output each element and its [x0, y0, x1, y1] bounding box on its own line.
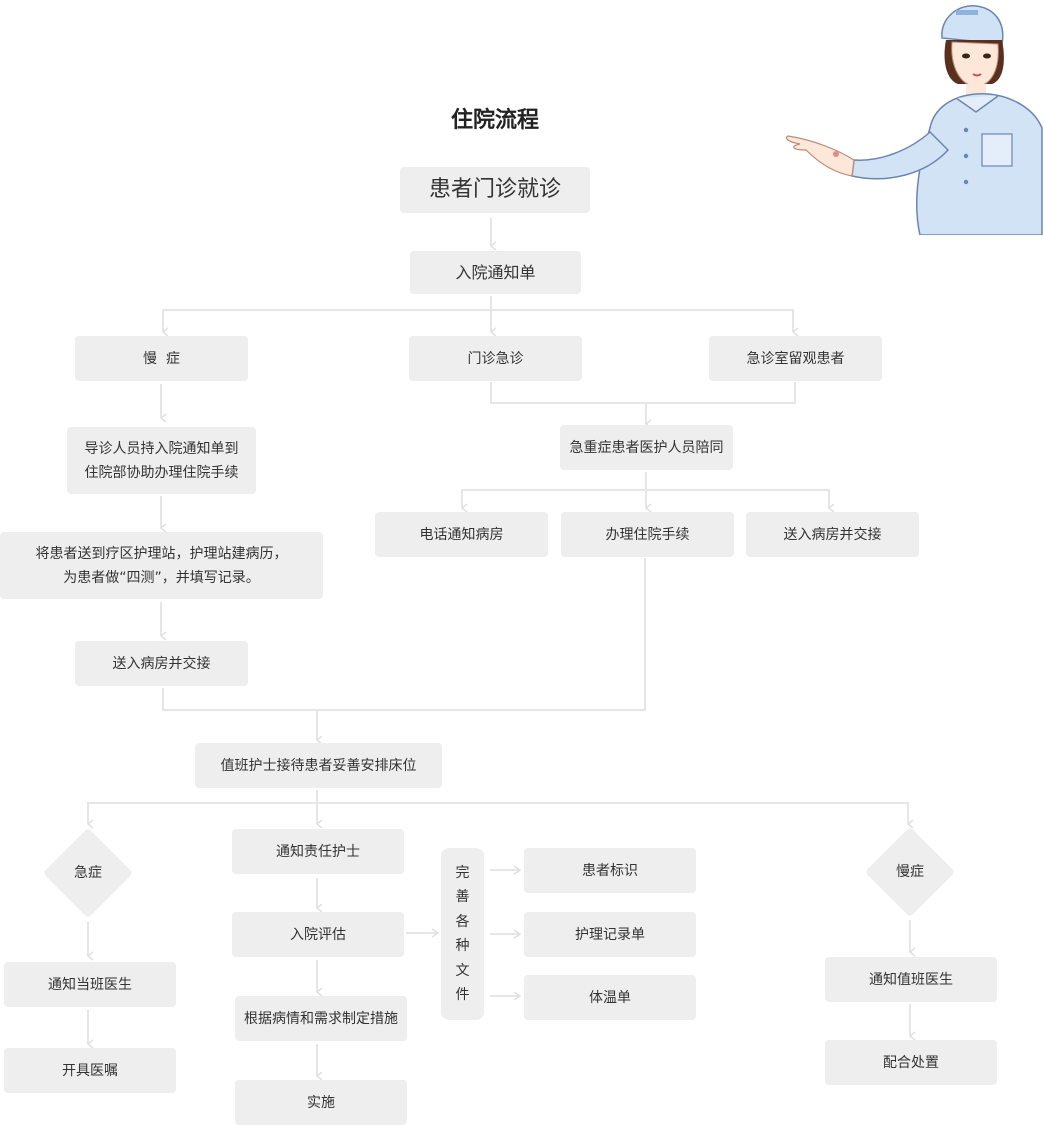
node-admission-notice: 入院通知单 — [410, 251, 581, 294]
node-notify-responsible-nurse: 通知责任护士 — [232, 829, 404, 874]
complete-docs-char: 种 — [455, 938, 470, 954]
node-outpatient-visit: 患者门诊就诊 — [400, 167, 590, 213]
node-clinic-emergency: 门诊急诊 — [409, 336, 582, 381]
node-implement: 实施 — [235, 1080, 407, 1125]
node-critical-escort: 急重症患者医护人员陪同 — [560, 425, 733, 470]
node-handle-admission: 办理住院手续 — [561, 512, 734, 557]
node-nurse-station: 将患者送到疗区护理站，护理站建病历， 为患者做“四测”，并填写记录。 — [0, 532, 323, 599]
complete-docs-char: 善 — [455, 889, 470, 905]
complete-docs-char: 各 — [455, 913, 470, 930]
node-send-ward-right: 送入病房并交接 — [746, 512, 919, 557]
node-acute: 急症 — [74, 865, 102, 881]
node-nurse-station-line1: 将患者送到疗区护理站，护理站建病历， — [35, 545, 288, 562]
node-nursing-record: 护理记录单 — [524, 912, 696, 957]
node-guide-line2: 住院部协助办理住院手续 — [84, 464, 239, 481]
page-title: 住院流程 — [450, 108, 539, 133]
node-patient-id: 患者标识 — [524, 848, 696, 893]
complete-docs-char: 件 — [455, 987, 470, 1003]
node-admission-assessment: 入院评估 — [232, 912, 404, 957]
node-prescribe: 开具医嘱 — [4, 1048, 176, 1093]
node-make-measures: 根据病情和需求制定措施 — [235, 996, 407, 1041]
node-temperature-sheet: 体温单 — [524, 975, 696, 1020]
node-cooperate: 配合处置 — [825, 1040, 997, 1085]
node-duty-nurse: 值班护士接待患者妥善安排床位 — [195, 743, 442, 788]
node-chronic-top: 慢 症 — [75, 336, 248, 381]
node-chronic-bottom: 慢症 — [896, 864, 924, 880]
node-send-ward-left: 送入病房并交接 — [75, 641, 248, 686]
complete-docs-char: 文 — [455, 962, 470, 979]
node-er-observation: 急诊室留观患者 — [709, 336, 882, 381]
nurse-illustration — [785, 5, 1043, 235]
node-guide-line1: 导诊人员持入院通知单到 — [84, 440, 239, 457]
node-nurse-station-line2: 为患者做“四测”，并填写记录。 — [63, 569, 260, 586]
node-notify-duty-doctor: 通知值班医生 — [825, 957, 997, 1002]
node-notify-doctor-on-duty: 通知当班医生 — [4, 962, 176, 1007]
node-phone-ward: 电话通知病房 — [375, 512, 548, 557]
node-complete-docs: 完 善 各 种 文 件 — [441, 848, 484, 1020]
complete-docs-char: 完 — [455, 864, 470, 881]
node-guide-admission: 导诊人员持入院通知单到 住院部协助办理住院手续 — [67, 427, 256, 494]
